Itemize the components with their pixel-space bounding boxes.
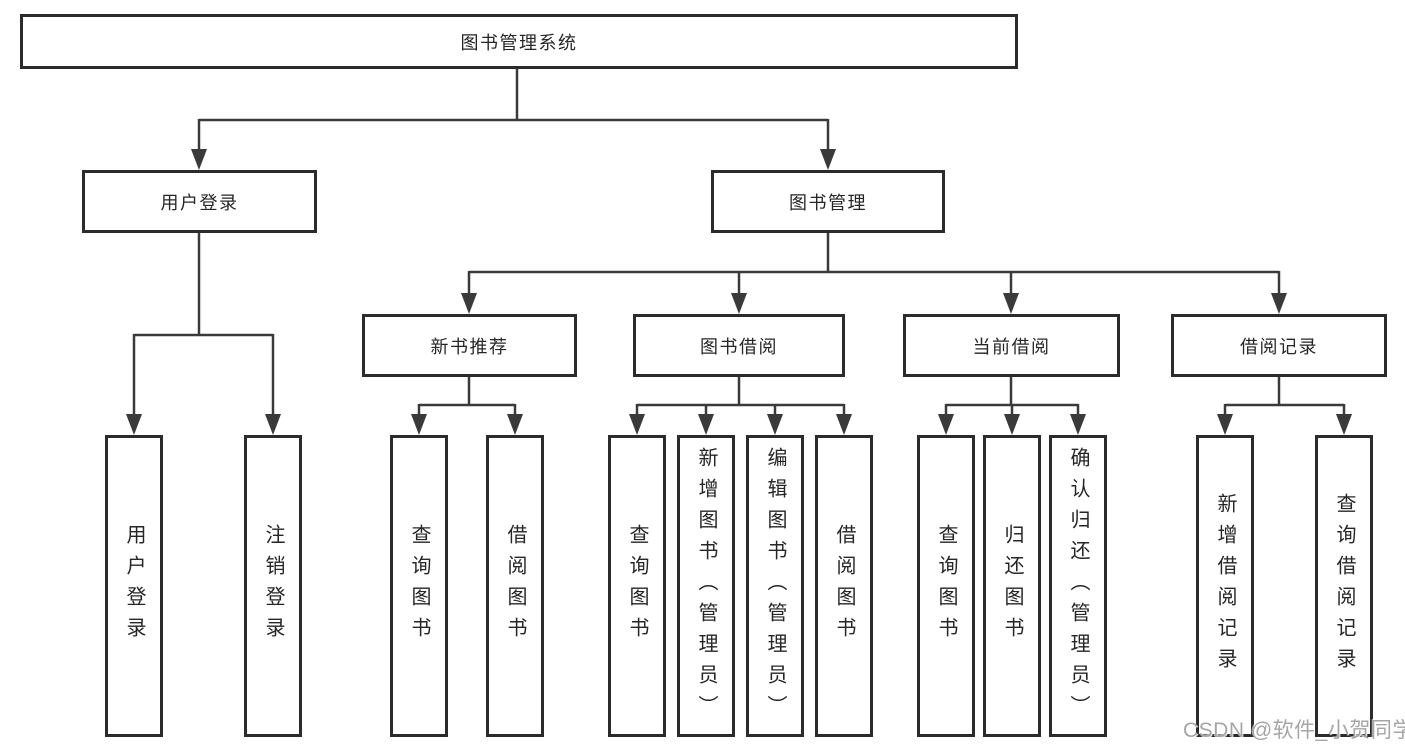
edge-root-to-level2 <box>191 69 836 170</box>
node-return-books: 归还图书 <box>983 435 1041 737</box>
node-label: 注销登录 <box>262 524 284 648</box>
edge-borrow-records-to-leaves <box>1217 377 1352 435</box>
node-query-books-current: 查询图书 <box>917 435 975 737</box>
edge-book-management-to-level3 <box>461 233 1287 314</box>
node-book-borrowing: 图书借阅 <box>633 314 845 377</box>
node-label: 确认归还（管理员） <box>1067 446 1089 726</box>
node-label: 图书管理系统 <box>460 32 578 53</box>
node-label: 新增借阅记录 <box>1214 493 1236 679</box>
node-label: 查询图书 <box>408 524 430 648</box>
node-library-management-system: 图书管理系统 <box>20 14 1018 69</box>
node-label: 当前借阅 <box>972 336 1051 357</box>
node-borrow-books: 借阅图书 <box>815 435 873 737</box>
csdn-watermark: CSDN @软件_小贺同学 <box>1183 719 1405 742</box>
edge-user-login-to-leaves <box>126 233 281 435</box>
node-query-books-recommend: 查询图书 <box>390 435 448 737</box>
node-borrow-records: 借阅记录 <box>1171 314 1387 377</box>
node-label: 归还图书 <box>1001 524 1023 648</box>
edge-book-borrowing-to-leaves <box>629 377 852 435</box>
node-new-book-recommend: 新书推荐 <box>362 314 577 377</box>
node-label: 用户登录 <box>160 192 239 213</box>
node-query-books-borrowing: 查询图书 <box>608 435 666 737</box>
node-label: 查询图书 <box>626 524 648 648</box>
node-borrow-books-recommend: 借阅图书 <box>486 435 544 737</box>
node-label: 借阅记录 <box>1240 336 1318 357</box>
node-label: 用户登录 <box>123 524 145 648</box>
node-label: 图书管理 <box>789 192 867 213</box>
node-label: 新书推荐 <box>430 336 509 357</box>
node-user-login: 用户登录 <box>105 435 163 737</box>
edge-current-borrowing-to-leaves <box>938 377 1086 435</box>
node-user-login-module: 用户登录 <box>82 170 317 233</box>
edge-new-book-recommend-to-leaves <box>411 377 523 435</box>
node-edit-books-admin: 编辑图书（管理员） <box>746 435 804 737</box>
node-label: 图书借阅 <box>700 336 778 357</box>
node-logout: 注销登录 <box>244 435 302 737</box>
node-query-borrow-record: 查询借阅记录 <box>1315 435 1373 737</box>
node-label: 查询图书 <box>935 524 957 648</box>
node-current-borrowing: 当前借阅 <box>903 314 1120 377</box>
node-label: 查询借阅记录 <box>1333 493 1355 679</box>
node-book-management-module: 图书管理 <box>711 170 945 233</box>
node-label: 借阅图书 <box>833 524 855 648</box>
node-label: 编辑图书（管理员） <box>764 446 786 726</box>
node-confirm-return-admin: 确认归还（管理员） <box>1049 435 1107 737</box>
node-add-books-admin: 新增图书（管理员） <box>677 435 735 737</box>
node-label: 借阅图书 <box>504 524 526 648</box>
node-label: 新增图书（管理员） <box>695 446 717 726</box>
node-add-borrow-record: 新增借阅记录 <box>1196 435 1254 737</box>
